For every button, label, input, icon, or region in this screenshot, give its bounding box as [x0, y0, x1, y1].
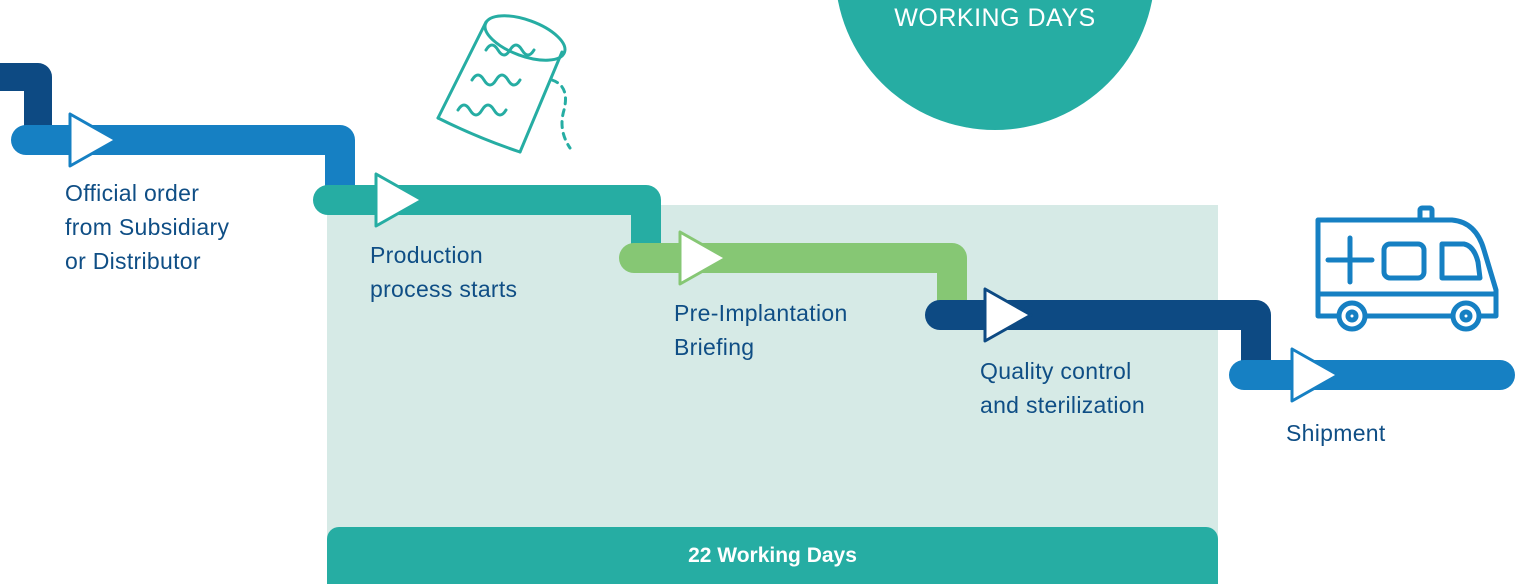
arrow-play-icon	[68, 112, 118, 168]
arrow-play-icon	[1290, 347, 1340, 403]
path-segment-order	[11, 125, 355, 215]
working-days-badge	[837, 0, 1153, 130]
step-label-production: Production process starts	[370, 238, 517, 306]
step-label-line: Pre-Implantation	[674, 300, 848, 326]
path-segment-quality	[925, 300, 1271, 387]
working-days-label: 22 Working Days	[688, 544, 857, 567]
step-label-line: or Distributor	[65, 248, 201, 274]
path-segment-production	[313, 185, 661, 273]
step-label-line: Quality control	[980, 358, 1132, 384]
step-label-briefing: Pre-Implantation Briefing	[674, 296, 848, 364]
step-label-quality: Quality control and sterilization	[980, 354, 1145, 422]
step-label-shipment: Shipment	[1286, 416, 1386, 450]
step-label-line: Briefing	[674, 334, 755, 360]
arrow-play-icon	[983, 287, 1033, 343]
arrow-play-icon	[678, 230, 728, 286]
prosthesis-sketch-icon	[436, 14, 572, 154]
step-label-line: process starts	[370, 276, 518, 302]
path-segment-briefing	[619, 243, 967, 329]
arrow-play-icon	[374, 172, 424, 228]
step-label-line: and sterilization	[980, 392, 1145, 418]
badge-label: WORKING DAYS	[894, 4, 1096, 32]
step-label-line: Official order	[65, 180, 200, 206]
working-days-bar	[327, 527, 1218, 584]
step-label-order: Official order from Subsidiary or Distri…	[65, 176, 229, 278]
step-label-line: from Subsidiary	[65, 214, 230, 240]
step-label-line: Production	[370, 242, 483, 268]
step-label-line: Shipment	[1286, 420, 1386, 446]
ambulance-icon	[1315, 205, 1499, 332]
path-segment-start	[0, 63, 52, 146]
